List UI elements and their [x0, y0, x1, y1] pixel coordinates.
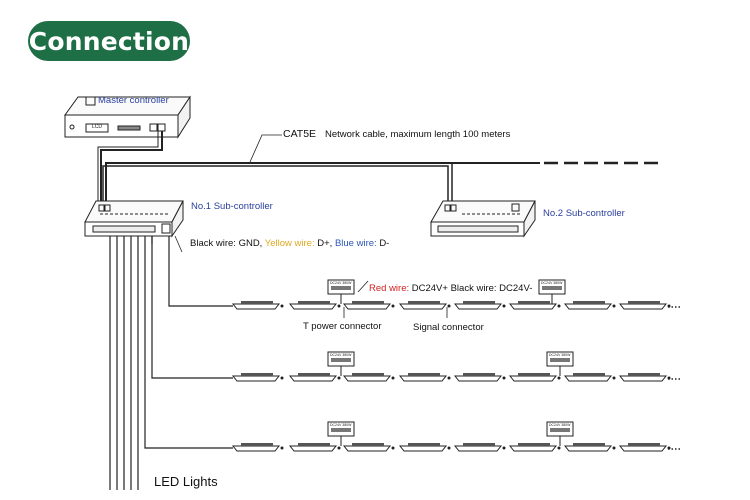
led-strip-row: DC24V 380W DC24V 380W: [231, 279, 682, 310]
led-segment: [618, 373, 671, 382]
led-segment: [618, 443, 671, 452]
t-power-connector-label: T power connector: [303, 321, 382, 332]
master-link-cable: [97, 131, 163, 208]
sub-controller-1-box: [84, 200, 184, 238]
power-supply-box: DC24V 380W: [327, 279, 355, 304]
blue-wire-legend: Blue wire:: [334, 238, 377, 249]
yellow-wire-legend: Yellow wire:: [264, 238, 315, 249]
blue-wire-value: D-: [379, 238, 390, 249]
led-segment: [288, 443, 341, 452]
power-supply-box: DC24V 380W: [546, 421, 574, 446]
red-wire-legend: Red wire:: [369, 283, 410, 294]
led-segment: [342, 301, 395, 310]
led-strip-row: DC24V 380W DC24V 380W: [231, 351, 682, 382]
led-segment: [288, 373, 341, 382]
led-lights-label: LED Lights: [154, 474, 218, 489]
network-cable-line: [102, 134, 660, 208]
led-segment: [398, 373, 451, 382]
power-box-label: DC24V 380W: [330, 423, 352, 427]
power-box-label: DC24V 380W: [549, 423, 571, 427]
led-segment: [453, 443, 506, 452]
power-box-label: DC24V 380W: [330, 281, 352, 285]
led-segment: [231, 301, 284, 310]
section-heading-badge: Connection: [28, 21, 190, 61]
cable-type-label: CAT5E: [283, 128, 317, 140]
led-segment: [508, 443, 561, 452]
led-segment: [398, 443, 451, 452]
led-segment: [288, 301, 341, 310]
master-status-icon: [85, 96, 96, 106]
power-supply-box: DC24V 380W: [546, 351, 574, 376]
signal-connector-label: Signal connector: [413, 322, 484, 333]
master-controller: [64, 95, 191, 139]
power-box-label: DC24V 380W: [549, 353, 571, 357]
led-strip-row: DC24V 380W DC24V 380W: [231, 421, 682, 452]
led-segment: [618, 301, 671, 310]
power-wiring-legend: Red wire: DC24V+ Black wire: DC24V-: [369, 283, 532, 294]
sub-controller-2-box: [430, 200, 536, 238]
led-segment: [231, 373, 284, 382]
black-power-wire-legend: Black wire: DC24V-: [450, 283, 533, 294]
sub-controller-2-label: No.2 Sub-controller: [543, 208, 625, 219]
led-segment: [508, 373, 561, 382]
led-segment: [342, 443, 395, 452]
output-wire-bundle: [109, 235, 233, 490]
led-segment: [398, 301, 451, 310]
power-box-label: DC24V 380W: [541, 281, 563, 285]
led-segment: [453, 301, 506, 310]
master-controller-label: Master controller: [98, 95, 169, 106]
led-segment: [508, 301, 561, 310]
sub-controller-1-label: No.1 Sub-controller: [191, 201, 273, 212]
connector-leader-lines: [343, 280, 448, 318]
black-wire-legend: Black wire: GND,: [190, 238, 263, 249]
led-segment: [563, 443, 616, 452]
red-wire-value: DC24V+: [411, 283, 448, 294]
led-segment: [453, 373, 506, 382]
led-segment: [563, 301, 616, 310]
data-wiring-legend: Black wire: GND, Yellow wire: D+, Blue w…: [190, 238, 389, 249]
cable-description: Network cable, maximum length 100 meters: [325, 129, 511, 140]
master-lcd-panel: [85, 123, 109, 133]
yellow-wire-value: D+,: [317, 238, 333, 249]
power-supply-box: DC24V 380W: [538, 279, 566, 304]
led-segment: [563, 373, 616, 382]
power-supply-box: DC24V 380W: [327, 351, 355, 376]
led-segment: [231, 443, 284, 452]
power-supply-box: DC24V 380W: [327, 421, 355, 446]
power-box-label: DC24V 380W: [330, 353, 352, 357]
led-segment: [342, 373, 395, 382]
master-lcd-label: LCD: [92, 124, 103, 130]
section-heading: Connection: [28, 26, 190, 56]
